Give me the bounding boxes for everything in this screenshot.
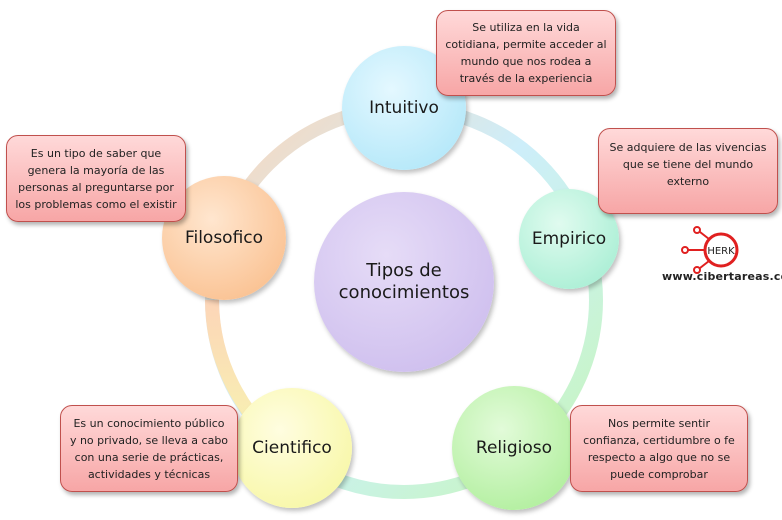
description-religioso: Nos permite sentir confianza, certidumbr… [570, 405, 748, 492]
node-label: Empirico [531, 229, 607, 249]
node-cientifico: Cientifico [232, 388, 352, 508]
node-label: Cientifico [252, 438, 332, 458]
description-text: Es un tipo de saber que genera la mayorí… [15, 146, 177, 211]
center-node: Tipos de conocimientos [314, 192, 494, 372]
herk-logo: HERK [681, 226, 739, 274]
description-text: Es un conocimiento público y no privado,… [69, 416, 229, 481]
description-text: Nos permite sentir confianza, certidumbr… [583, 416, 735, 481]
website-url: www.cibertareas.com [662, 270, 782, 283]
node-religioso: Religioso [452, 386, 576, 510]
description-empirico: Se adquiere de las vivencias que se tien… [598, 128, 778, 214]
description-text: Se adquiere de las vivencias que se tien… [609, 141, 767, 188]
description-intuitivo: Se utiliza en la vida cotidiana, permite… [436, 10, 616, 96]
node-label: Religioso [475, 438, 553, 458]
description-cientifico: Es un conocimiento público y no privado,… [60, 405, 238, 492]
center-label: Tipos de conocimientos [338, 260, 470, 303]
description-text: Se utiliza en la vida cotidiana, permite… [445, 21, 607, 85]
svg-text:HERK: HERK [707, 246, 735, 257]
node-label: Filosofico [184, 228, 264, 248]
node-label: Intuitivo [369, 98, 439, 118]
description-filosofico: Es un tipo de saber que genera la mayorí… [6, 135, 186, 222]
